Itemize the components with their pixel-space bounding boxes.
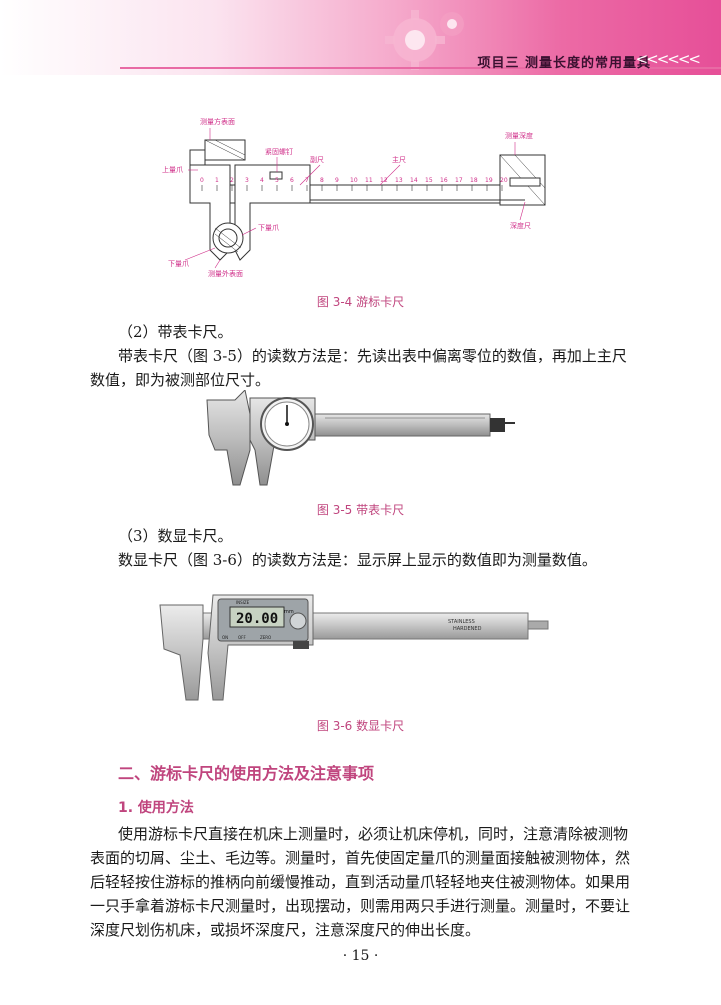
scale-number: 7	[305, 177, 309, 184]
digital-caliper-image: 20.00 mm INSIZE ON OFF ZERO STAINLESS HA…	[159, 594, 549, 701]
scale-number: 3	[245, 177, 249, 184]
label-main-scale: 主尺	[392, 155, 406, 164]
scale-number: 18	[470, 177, 478, 184]
scale-number: 1	[215, 177, 219, 184]
figure-caption-3-4: 图 3-4 游标卡尺	[316, 295, 405, 309]
label-vernier: 副尺	[310, 155, 324, 164]
engraving-hardened: HARDENED	[453, 626, 482, 632]
on-button-label: ON	[222, 635, 228, 640]
dial-caliper-image	[206, 390, 515, 486]
scale-number: 11	[365, 177, 373, 184]
scale-number: 9	[335, 177, 339, 184]
item3-body: 数显卡尺（图 3-6）的读数方法是：显示屏上显示的数值即为测量数值。	[118, 551, 597, 569]
section-title: 二、游标卡尺的使用方法及注意事项	[118, 764, 375, 783]
page-header-band	[0, 0, 721, 75]
label-depth-rod: 深度尺	[510, 221, 531, 230]
scale-number: 2	[230, 177, 234, 184]
gear-icon	[385, 10, 464, 70]
item2-body: 带表卡尺（图 3-5）的读数方法是：先读出表中偏离零位的数值，再加上主尺数值，即…	[90, 347, 627, 389]
usage-body: 使用游标卡尺直接在机床上测量时，必须让机床停机，同时，注意清除被测物表面的切屑、…	[90, 825, 631, 939]
figure-caption-3-6: 图 3-6 数显卡尺	[316, 719, 405, 733]
brand-label: INSIZE	[236, 600, 250, 605]
scale-ticks	[201, 185, 503, 191]
scale-number: 0	[200, 177, 204, 184]
item3-title: （3）数显卡尺。	[118, 527, 233, 545]
header-rule	[120, 67, 721, 69]
zero-button-label: ZERO	[260, 635, 271, 640]
scale-number: 6	[290, 177, 294, 184]
scale-number: 16	[440, 177, 448, 184]
scale-number: 12	[380, 177, 388, 184]
label-upper-jaw: 上量爪	[162, 165, 183, 174]
engraving-stainless: STAINLESS	[448, 619, 475, 625]
running-head: 项目三 测量长度的常用量具	[477, 56, 651, 71]
scale-number: 8	[320, 177, 324, 184]
figure-caption-3-5: 图 3-5 带表卡尺	[316, 503, 405, 517]
display-unit: mm	[284, 609, 294, 615]
off-button-label: OFF	[238, 635, 246, 640]
scale-number: 17	[455, 177, 463, 184]
scale-number: 13	[395, 177, 403, 184]
page-number: · 15 ·	[342, 948, 379, 964]
scale-number: 5	[275, 177, 279, 184]
scale-number: 4	[260, 177, 264, 184]
label-lower-jaw: 下量爪	[168, 260, 189, 268]
chevron-decoration: <<<<<<	[635, 50, 701, 68]
label-depth-top: 测量深度	[505, 131, 533, 140]
scale-number: 19	[485, 177, 493, 184]
label-outer-bottom: 测量外表面	[208, 269, 243, 278]
sub-title: 1. 使用方法	[118, 800, 194, 816]
scale-number: 20	[500, 177, 508, 184]
label-lock-screw: 紧固螺钉	[265, 147, 293, 156]
label-outer-top: 测量方表面	[200, 117, 235, 126]
scale-number: 14	[410, 177, 418, 184]
display-readout: 20.00	[236, 611, 278, 627]
item2-title: （2）带表卡尺。	[118, 323, 233, 341]
scale-number: 15	[425, 177, 433, 184]
scale-number: 10	[350, 177, 358, 184]
label-inner-jaw: 下量爪	[258, 224, 279, 232]
